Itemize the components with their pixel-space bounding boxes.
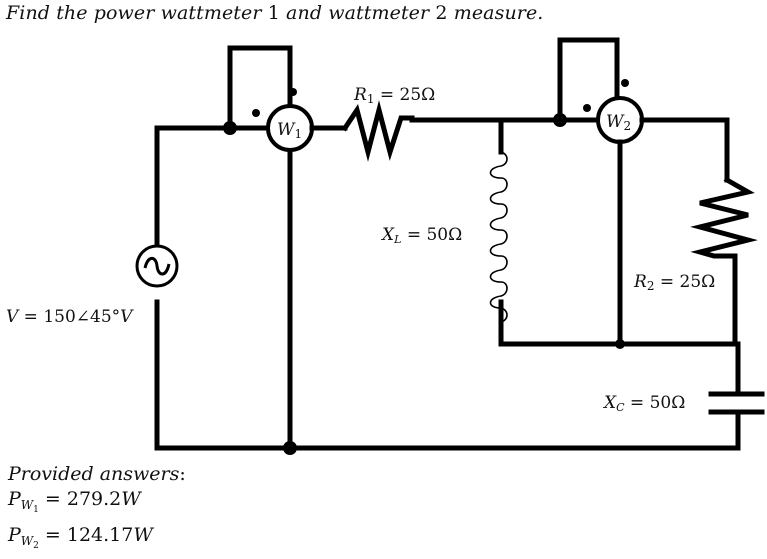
inductor-xl	[489, 151, 508, 323]
junction-dot	[283, 441, 297, 455]
question-part: measure.	[447, 2, 544, 24]
answer-value: = 124.17	[38, 524, 134, 546]
wire-w2-r2	[639, 117, 730, 183]
question-part: Find the power wattmeter	[6, 2, 268, 24]
w2-voltage-loop	[557, 37, 620, 123]
ac-source	[135, 244, 179, 288]
wattmeter-2-label: W2	[606, 112, 631, 133]
answer-value: = 279.2	[38, 488, 122, 510]
answer-w1: PW1 = 279.2W	[8, 487, 186, 523]
wattmeter-1: W1	[266, 104, 314, 152]
junction-dot	[553, 113, 567, 127]
wire-inductor-bottom	[498, 299, 741, 347]
question-text: Find the power wattmeter 1 and wattmeter…	[6, 2, 543, 24]
inductor-coil	[489, 151, 508, 323]
question-number-1: 1	[267, 2, 280, 24]
polarity-dot	[289, 88, 297, 96]
xc-label: XC = 50Ω	[602, 393, 685, 414]
source-label: V = 150∠45°V	[6, 307, 134, 327]
xl-label: XL = 50Ω	[380, 225, 462, 246]
question-number-2: 2	[435, 2, 448, 24]
question-part: and wattmeter	[279, 2, 436, 24]
polarity-dot	[621, 79, 629, 87]
w1-voltage-loop	[227, 45, 293, 131]
wire-bottom	[154, 299, 741, 451]
junction-dot	[615, 339, 625, 349]
wire-top-left	[154, 125, 273, 251]
answer-unit: W	[121, 488, 141, 510]
r2-label: R2 = 25Ω	[633, 272, 715, 293]
wattmeter-2: W2	[596, 96, 644, 144]
answer-unit: W	[133, 524, 153, 546]
polarity-dot	[583, 104, 591, 112]
r1-label: R1 = 25Ω	[353, 85, 435, 106]
answers-heading: Provided answers:	[8, 462, 186, 487]
answer-var: P	[8, 524, 21, 546]
provided-answers: Provided answers: PW1 = 279.2W PW2 = 124…	[8, 462, 186, 559]
polarity-dot	[252, 109, 260, 117]
sine-wave-icon	[143, 256, 171, 276]
answers-colon: :	[179, 463, 186, 485]
answer-sub: W2	[20, 534, 39, 551]
answer-w2: PW2 = 124.17W	[8, 523, 186, 559]
answer-sub: W1	[20, 498, 39, 515]
resistor-r2	[690, 176, 758, 259]
wattmeter-1-label: W1	[277, 120, 302, 141]
answer-var: P	[8, 488, 21, 510]
wire-left-loop	[154, 125, 741, 451]
answers-heading-text: Provided answers	[8, 463, 180, 485]
junction-dot	[223, 121, 237, 135]
resistor-r1	[341, 100, 415, 162]
